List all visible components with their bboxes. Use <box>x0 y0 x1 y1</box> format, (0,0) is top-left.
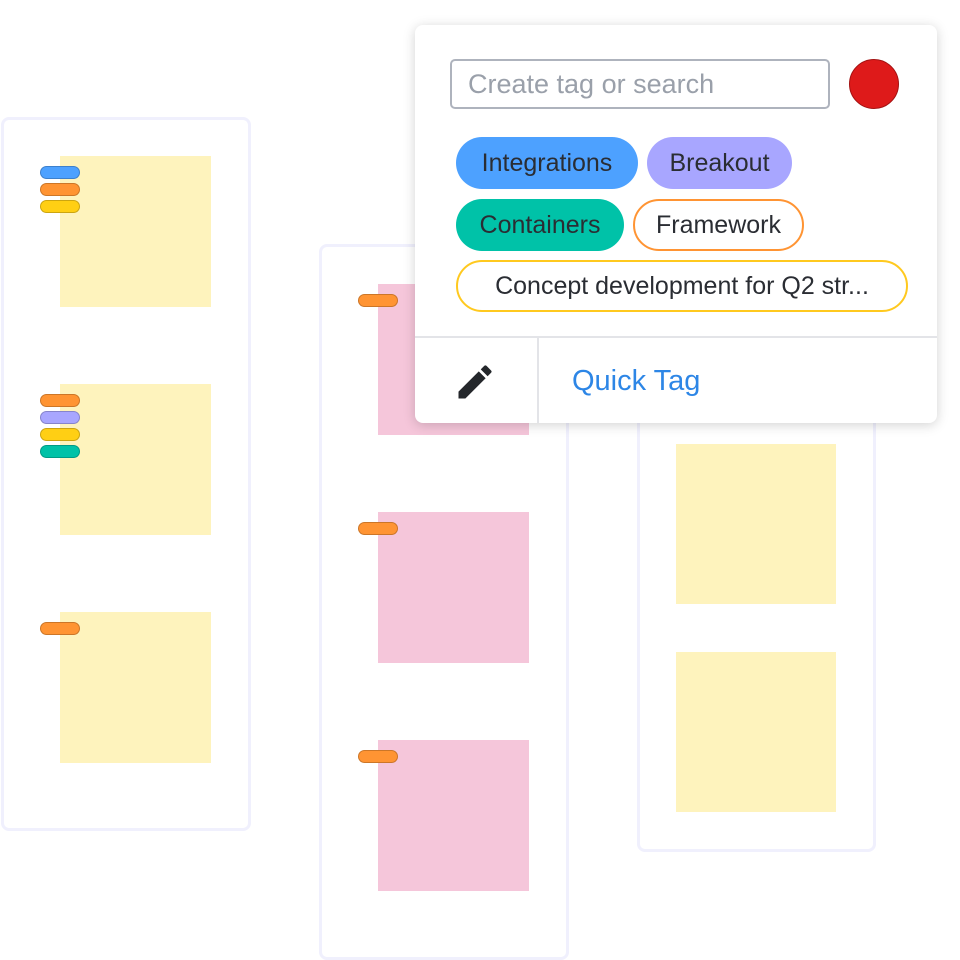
sticky-note[interactable] <box>60 156 211 307</box>
tag-chip-containers[interactable]: Containers <box>456 199 624 251</box>
color-picker-button[interactable] <box>849 59 899 109</box>
tag-orange <box>40 183 80 196</box>
sticky-note[interactable] <box>378 512 529 663</box>
tag-search-field[interactable] <box>450 59 830 109</box>
sticky-note[interactable] <box>378 740 529 891</box>
tag-purple <box>40 411 80 424</box>
tag-teal <box>40 445 80 458</box>
tag-search-input[interactable] <box>452 61 828 107</box>
tag-orange <box>40 622 80 635</box>
divider <box>537 338 539 423</box>
tag-chip-framework[interactable]: Framework <box>633 199 804 251</box>
sticky-note[interactable] <box>676 444 836 604</box>
sticky-note[interactable] <box>60 384 211 535</box>
tag-blue <box>40 166 80 179</box>
sticky-note[interactable] <box>676 652 836 812</box>
tag-yellow <box>40 200 80 213</box>
tag-yellow <box>40 428 80 441</box>
quick-tag-button[interactable]: Quick Tag <box>572 365 701 397</box>
tag-orange <box>40 394 80 407</box>
tag-chip-integrations[interactable]: Integrations <box>456 137 638 189</box>
pencil-icon[interactable] <box>453 360 497 404</box>
sticky-note[interactable] <box>60 612 211 763</box>
tag-chip-breakout[interactable]: Breakout <box>647 137 792 189</box>
tag-chip-concept-development[interactable]: Concept development for Q2 str... <box>456 260 908 312</box>
divider <box>415 336 937 338</box>
tag-orange <box>358 522 398 535</box>
tag-popup: Integrations Breakout Containers Framewo… <box>415 25 937 423</box>
tag-orange <box>358 750 398 763</box>
tag-orange <box>358 294 398 307</box>
